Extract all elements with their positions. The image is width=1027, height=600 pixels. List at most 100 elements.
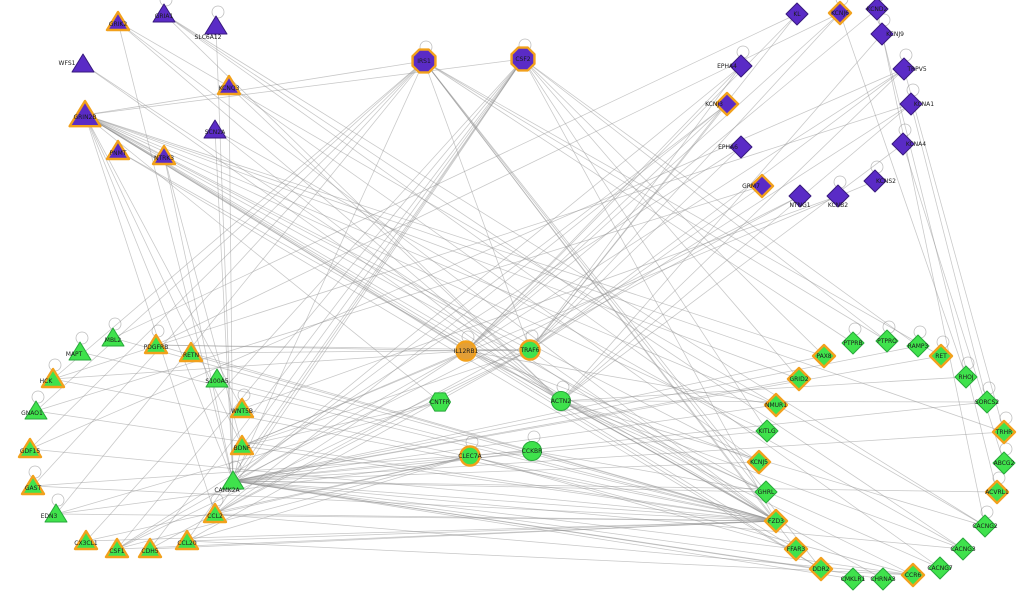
self-loop-edge-CACNG2[interactable] — [980, 505, 994, 519]
node-EDN3[interactable] — [44, 503, 68, 523]
node-EPHA6[interactable] — [729, 135, 753, 159]
edge-SCN2A-CACNG3[interactable] — [214, 129, 964, 550]
node-CCL20[interactable] — [174, 529, 200, 551]
self-loop-edge-MAPT[interactable] — [75, 331, 89, 345]
node-CSF1[interactable] — [104, 537, 130, 559]
node-IL12RB1[interactable] — [455, 340, 477, 362]
edge-KCNJ3-CCL2[interactable] — [214, 103, 728, 515]
edge-IRS1-EDN3[interactable] — [55, 60, 425, 515]
self-loop-edge-PTPRB[interactable] — [848, 322, 862, 336]
edge-CLEC7A-FFAR3[interactable] — [469, 455, 797, 550]
self-loop-edge-SORCS2[interactable] — [982, 381, 996, 395]
edge-ACTN2-SCN2A[interactable] — [214, 129, 562, 402]
edge-KCNQ3-KCNJ5[interactable] — [228, 85, 760, 463]
node-CLEC7A[interactable] — [459, 445, 481, 467]
edge-ACTN2-KCNA1[interactable] — [560, 103, 912, 402]
node-GRIA1[interactable] — [152, 3, 176, 23]
edge-ACTN2-KCNA4[interactable] — [560, 143, 904, 402]
edge-KCNJ6-PDGFRB[interactable] — [155, 12, 841, 346]
edge-CSF2-CCL2[interactable] — [214, 58, 524, 515]
edge-IL12RB1-PDGFRB[interactable] — [155, 344, 467, 352]
edge-KCNA1-HCK[interactable] — [52, 103, 912, 380]
edge-FZD3-RETN[interactable] — [190, 352, 777, 522]
node-NMUR1[interactable] — [763, 392, 789, 418]
edge-IRS1-PTPRO[interactable] — [423, 60, 888, 342]
edge-CAMK2A-SCN2A[interactable] — [214, 129, 234, 482]
edge-ACTN2-GRIK2[interactable] — [117, 21, 562, 402]
edge-GRIN2B-KCNJ5[interactable] — [84, 114, 760, 463]
node-KCND2[interactable] — [865, 0, 889, 21]
self-loop-edge-TRPV5[interactable] — [899, 48, 913, 62]
edge-ACTN2-CACNG7[interactable] — [560, 400, 941, 569]
self-loop-edge-CCL2[interactable] — [210, 493, 224, 507]
edge-TRAF6-GRM7[interactable] — [529, 185, 763, 351]
edge-TRHR-TRPV5[interactable] — [903, 68, 1005, 433]
node-S100A5[interactable] — [205, 368, 229, 388]
node-BDNF[interactable] — [229, 434, 255, 456]
edge-IL12RB1-KCNJ6[interactable] — [465, 12, 841, 352]
edge-GRIN2B-GRID2[interactable] — [84, 114, 800, 380]
edge-ACTN2-CACNG3[interactable] — [560, 400, 964, 550]
edge-CAMK2A-KITLG[interactable] — [232, 430, 768, 482]
edge-CSF2-GRID2[interactable] — [522, 58, 800, 380]
edge-GRIN2B-FZD3[interactable] — [84, 114, 777, 522]
self-loop-edge-RAMP3[interactable] — [913, 325, 927, 339]
edge-IRS1-FFAR3[interactable] — [423, 60, 797, 550]
node-CACNG7[interactable] — [928, 556, 952, 580]
edge-TRAF6-CCL2[interactable] — [214, 349, 531, 515]
self-loop-edge-WNT5B[interactable] — [237, 388, 251, 402]
edge-KCNS2-BDNF[interactable] — [241, 180, 876, 447]
edge-FZD3-WFS1[interactable] — [82, 63, 777, 522]
edge-CAMK2A-NTNG1[interactable] — [232, 195, 801, 482]
edge-IRS1-GAST[interactable] — [32, 60, 425, 487]
edge-GRIK2-CACNG2[interactable] — [117, 21, 986, 527]
node-GDF15[interactable] — [17, 437, 43, 459]
edge-TRAF6-BDNF[interactable] — [241, 349, 531, 447]
edge-FZD3-CCL20[interactable] — [186, 520, 777, 542]
node-ABCG2[interactable] — [992, 451, 1016, 475]
self-loop-edge-SLC6A12[interactable] — [211, 5, 225, 19]
edge-CSF2-PAX8[interactable] — [522, 58, 825, 357]
node-RETN[interactable] — [178, 341, 204, 363]
node-CCL2[interactable] — [202, 502, 228, 524]
edge-TRAF6-KL[interactable] — [529, 13, 798, 351]
node-CNTFR[interactable] — [429, 392, 451, 412]
edge-CSF2-BDNF[interactable] — [241, 58, 524, 447]
self-loop-edge-ACTN2[interactable] — [556, 380, 570, 394]
edge-GRIN2B-DDR2[interactable] — [84, 114, 822, 570]
edge-IRS1-RET[interactable] — [423, 60, 942, 357]
node-GRM7[interactable] — [749, 173, 775, 199]
edge-ACTN2-WFS1[interactable] — [82, 63, 562, 402]
self-loop-edge-PDGFRB[interactable] — [151, 324, 165, 338]
edge-CAMK2A-TRHR[interactable] — [232, 431, 1005, 482]
edge-CCL20-CCR6[interactable] — [186, 540, 914, 576]
node-GAST[interactable] — [20, 474, 46, 496]
edge-GRIN2B-IRS1[interactable] — [84, 60, 425, 116]
self-loop-edge-EPHA4[interactable] — [736, 45, 750, 59]
node-TRHR[interactable] — [991, 419, 1017, 445]
edge-CLEC7A-CCR6[interactable] — [469, 455, 914, 576]
edge-CNTFR-EDN3[interactable] — [55, 401, 441, 515]
edge-CAMK2A-CSF2[interactable] — [232, 58, 524, 482]
node-CSF2[interactable] — [510, 46, 536, 72]
edge-SORCS2-KCNA1[interactable] — [910, 103, 988, 403]
node-CDH5[interactable] — [137, 537, 163, 559]
edge-TRAF6-EPHA6[interactable] — [529, 146, 742, 351]
self-loop-edge-KCNA1[interactable] — [906, 83, 920, 97]
edge-CCKBR-GAST[interactable] — [32, 450, 533, 487]
edge-CAMK2A-FFAR3[interactable] — [232, 480, 797, 550]
node-FZD3[interactable] — [763, 508, 789, 534]
edge-GRM7-GNAO1[interactable] — [35, 185, 763, 412]
edge-GRIA1-CACNG2[interactable] — [163, 13, 986, 527]
edge-TRAF6-IRS1[interactable] — [423, 60, 531, 351]
edge-CACNG2-KCND2[interactable] — [876, 8, 986, 527]
edge-NTRK3-BDNF[interactable] — [163, 155, 243, 447]
node-CACNG2[interactable] — [973, 514, 997, 538]
edge-CAMK2A-EPHA4[interactable] — [232, 65, 742, 482]
edge-FZD3-CCL2[interactable] — [214, 513, 777, 522]
edge-TRAF6-EPHA4[interactable] — [529, 65, 742, 351]
edge-ACTN2-KCNQ3[interactable] — [228, 85, 562, 402]
edge-CAMK2A-FZD3[interactable] — [232, 480, 777, 522]
edge-CSF2-KITLG[interactable] — [522, 58, 768, 432]
